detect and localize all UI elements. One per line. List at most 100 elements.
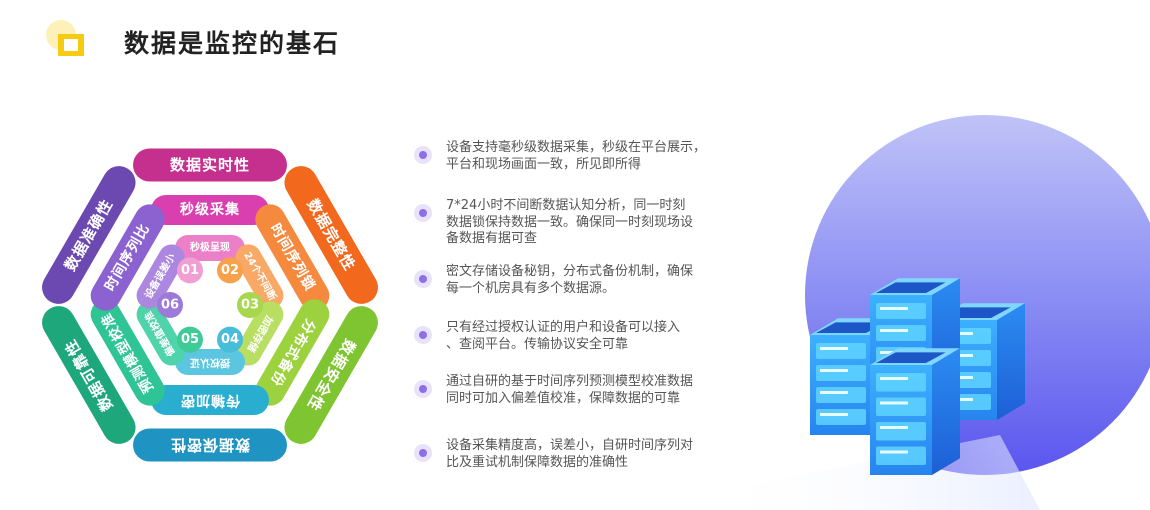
hex-segment-label: 秒级采集	[180, 201, 240, 218]
bullet-dot-icon	[414, 444, 432, 462]
hex-segment-bar	[175, 349, 245, 375]
server-cluster-icon	[810, 278, 1025, 475]
feature-text-line: 密文存储设备秘钥，分布式备份机制，确保	[446, 264, 694, 279]
server-drive	[876, 446, 926, 465]
step-badge-04: 04	[217, 326, 243, 353]
hex-segment-middle-4: 传输加密	[151, 385, 269, 415]
page-header: 数据是监控的基石	[40, 14, 440, 64]
step-badge-number: 02	[221, 263, 239, 278]
bullet-dot-icon	[414, 204, 432, 222]
hex-segment-bar	[136, 301, 185, 366]
feature-text: 只有经过授权认证的用户和设备可以接入、查阅平台。传输协议安全可靠	[446, 320, 751, 353]
server-drive	[876, 373, 926, 392]
hex-segment-label: 秒极呈现	[190, 241, 230, 254]
data-foundation-hexagon: 数据实时性数据完整性数据安全性数据保密性数据可靠性数据准确性秒级采集时间序列锁分…	[42, 148, 378, 462]
server-drive	[876, 422, 926, 441]
feature-text-line: 设备支持毫秒级数据采集，秒级在平台展示，	[446, 140, 707, 155]
server-drive	[816, 409, 866, 425]
server-drive	[816, 343, 866, 359]
server-drive	[816, 387, 866, 403]
server-drive	[876, 325, 926, 341]
feature-text-line: 备数据有据可查	[446, 231, 538, 246]
step-badge-circle	[177, 326, 203, 353]
feature-text-line: 平台和现场画面一致，所见即所得	[446, 156, 642, 172]
feature-text-line: 只有经过授权认证的用户和设备可以接入	[446, 320, 681, 335]
step-badge-circle	[177, 257, 203, 284]
step-badge-03: 03	[237, 292, 263, 318]
hex-segment-middle-1: 秒级采集	[151, 195, 269, 225]
hex-segment-bar	[136, 244, 185, 309]
step-badge-circle	[237, 292, 263, 318]
hex-segment-bar	[133, 148, 287, 182]
server-drive-light	[880, 426, 908, 429]
server-rack-top-inset	[816, 322, 886, 333]
server-rack-top-inset	[876, 282, 946, 293]
step-badge-02: 02	[217, 257, 243, 284]
bullet-dot-icon	[414, 380, 432, 398]
feature-text: 设备采集精度高，误差小，自研时间序列对比及重试机制保障数据的准确性	[446, 438, 751, 471]
hex-segment-label: 数据保密性	[170, 436, 250, 454]
hex-segment-outer-1: 数据实时性	[133, 148, 287, 182]
step-badge-number: 05	[181, 332, 199, 347]
feature-text: 7*24小时不间断数据认知分析，同一时刻数据锁保持数据一致。确保同一时刻现场设备…	[446, 198, 751, 248]
page-title: 数据是监控的基石	[124, 29, 341, 58]
server-drive-light	[820, 369, 848, 372]
hex-segment-inner-4: 授权认证	[175, 349, 245, 375]
feature-text-line: 设备采集精度高，误差小，自研时间序列对	[446, 438, 694, 453]
hex-segment-label: 数据实时性	[170, 156, 250, 174]
hex-segment-bar	[284, 306, 378, 444]
feature-text-line: 通过自研的基于时间序列预测模型校准数据	[446, 374, 694, 389]
feature-text: 通过自研的基于时间序列预测模型校准数据同时可加入偏差值校准，保障数据的可靠	[446, 374, 751, 407]
step-badge-circle	[217, 326, 243, 353]
step-badge-06: 06	[157, 292, 183, 318]
hex-segment-bar	[90, 204, 165, 311]
hex-segment-label: 传输加密	[180, 392, 241, 409]
server-drive-light	[820, 413, 848, 416]
server-illustration	[700, 115, 1150, 510]
bullet-dot-icon	[414, 326, 432, 344]
step-badge-05: 05	[177, 326, 203, 353]
server-rack	[870, 348, 960, 475]
hex-segment-bar	[235, 301, 284, 366]
hex-segment-outer-4: 数据保密性	[133, 428, 287, 462]
hex-segment-bar	[175, 235, 245, 261]
server-drive-light	[880, 307, 908, 310]
step-badge-number: 01	[181, 263, 199, 278]
server-drive-light	[820, 391, 848, 394]
hex-segment-bar	[151, 195, 269, 225]
step-badge-circle	[157, 292, 183, 318]
server-rack-top-inset	[876, 352, 946, 363]
hex-segment-bar	[255, 299, 330, 406]
feature-text-line: 同时可加入偏差值校准，保障数据的可靠	[446, 390, 681, 406]
hex-segment-bar	[151, 385, 269, 415]
server-rack-side	[997, 303, 1025, 420]
hex-segment-bar	[42, 306, 136, 444]
feature-text-line: 7*24小时不间断数据认知分析，同一时刻	[446, 198, 686, 213]
feature-text-line: 数据锁保持数据一致。确保同一时刻现场设	[446, 214, 694, 230]
server-drive-light	[880, 329, 908, 332]
server-drive	[876, 303, 926, 319]
hex-segment-bar	[255, 204, 330, 311]
step-badge-number: 03	[241, 298, 259, 313]
square-bullet-icon	[46, 20, 84, 56]
server-rack-side	[932, 348, 960, 475]
step-badge-circle	[217, 257, 243, 284]
server-drive-light	[820, 347, 848, 350]
feature-text-line: 每一个机房具有多个数据源。	[446, 280, 616, 296]
bullet-dot-icon	[414, 270, 432, 288]
hex-segment-outer-6: 数据准确性	[42, 166, 136, 304]
hex-segment-bar	[42, 166, 136, 304]
server-drive-light	[880, 450, 908, 454]
hex-segment-label: 授权认证	[190, 357, 230, 370]
feature-text-line: 比及重试机制保障数据的准确性	[446, 454, 629, 470]
bullet-dot-icon	[414, 146, 432, 164]
server-drive	[876, 397, 926, 416]
step-badge-01: 01	[177, 257, 203, 284]
server-drive-light	[880, 377, 908, 380]
feature-text: 设备支持毫秒级数据采集，秒级在平台展示，平台和现场画面一致，所见即所得	[446, 140, 751, 173]
feature-text: 密文存储设备秘钥，分布式备份机制，确保每一个机房具有多个数据源。	[446, 264, 751, 297]
feature-text-line: 、查阅平台。传输协议安全可靠	[446, 336, 629, 352]
server-drive-light	[880, 401, 908, 405]
hex-segment-bar	[235, 244, 284, 309]
hex-segment-bar	[133, 428, 287, 462]
